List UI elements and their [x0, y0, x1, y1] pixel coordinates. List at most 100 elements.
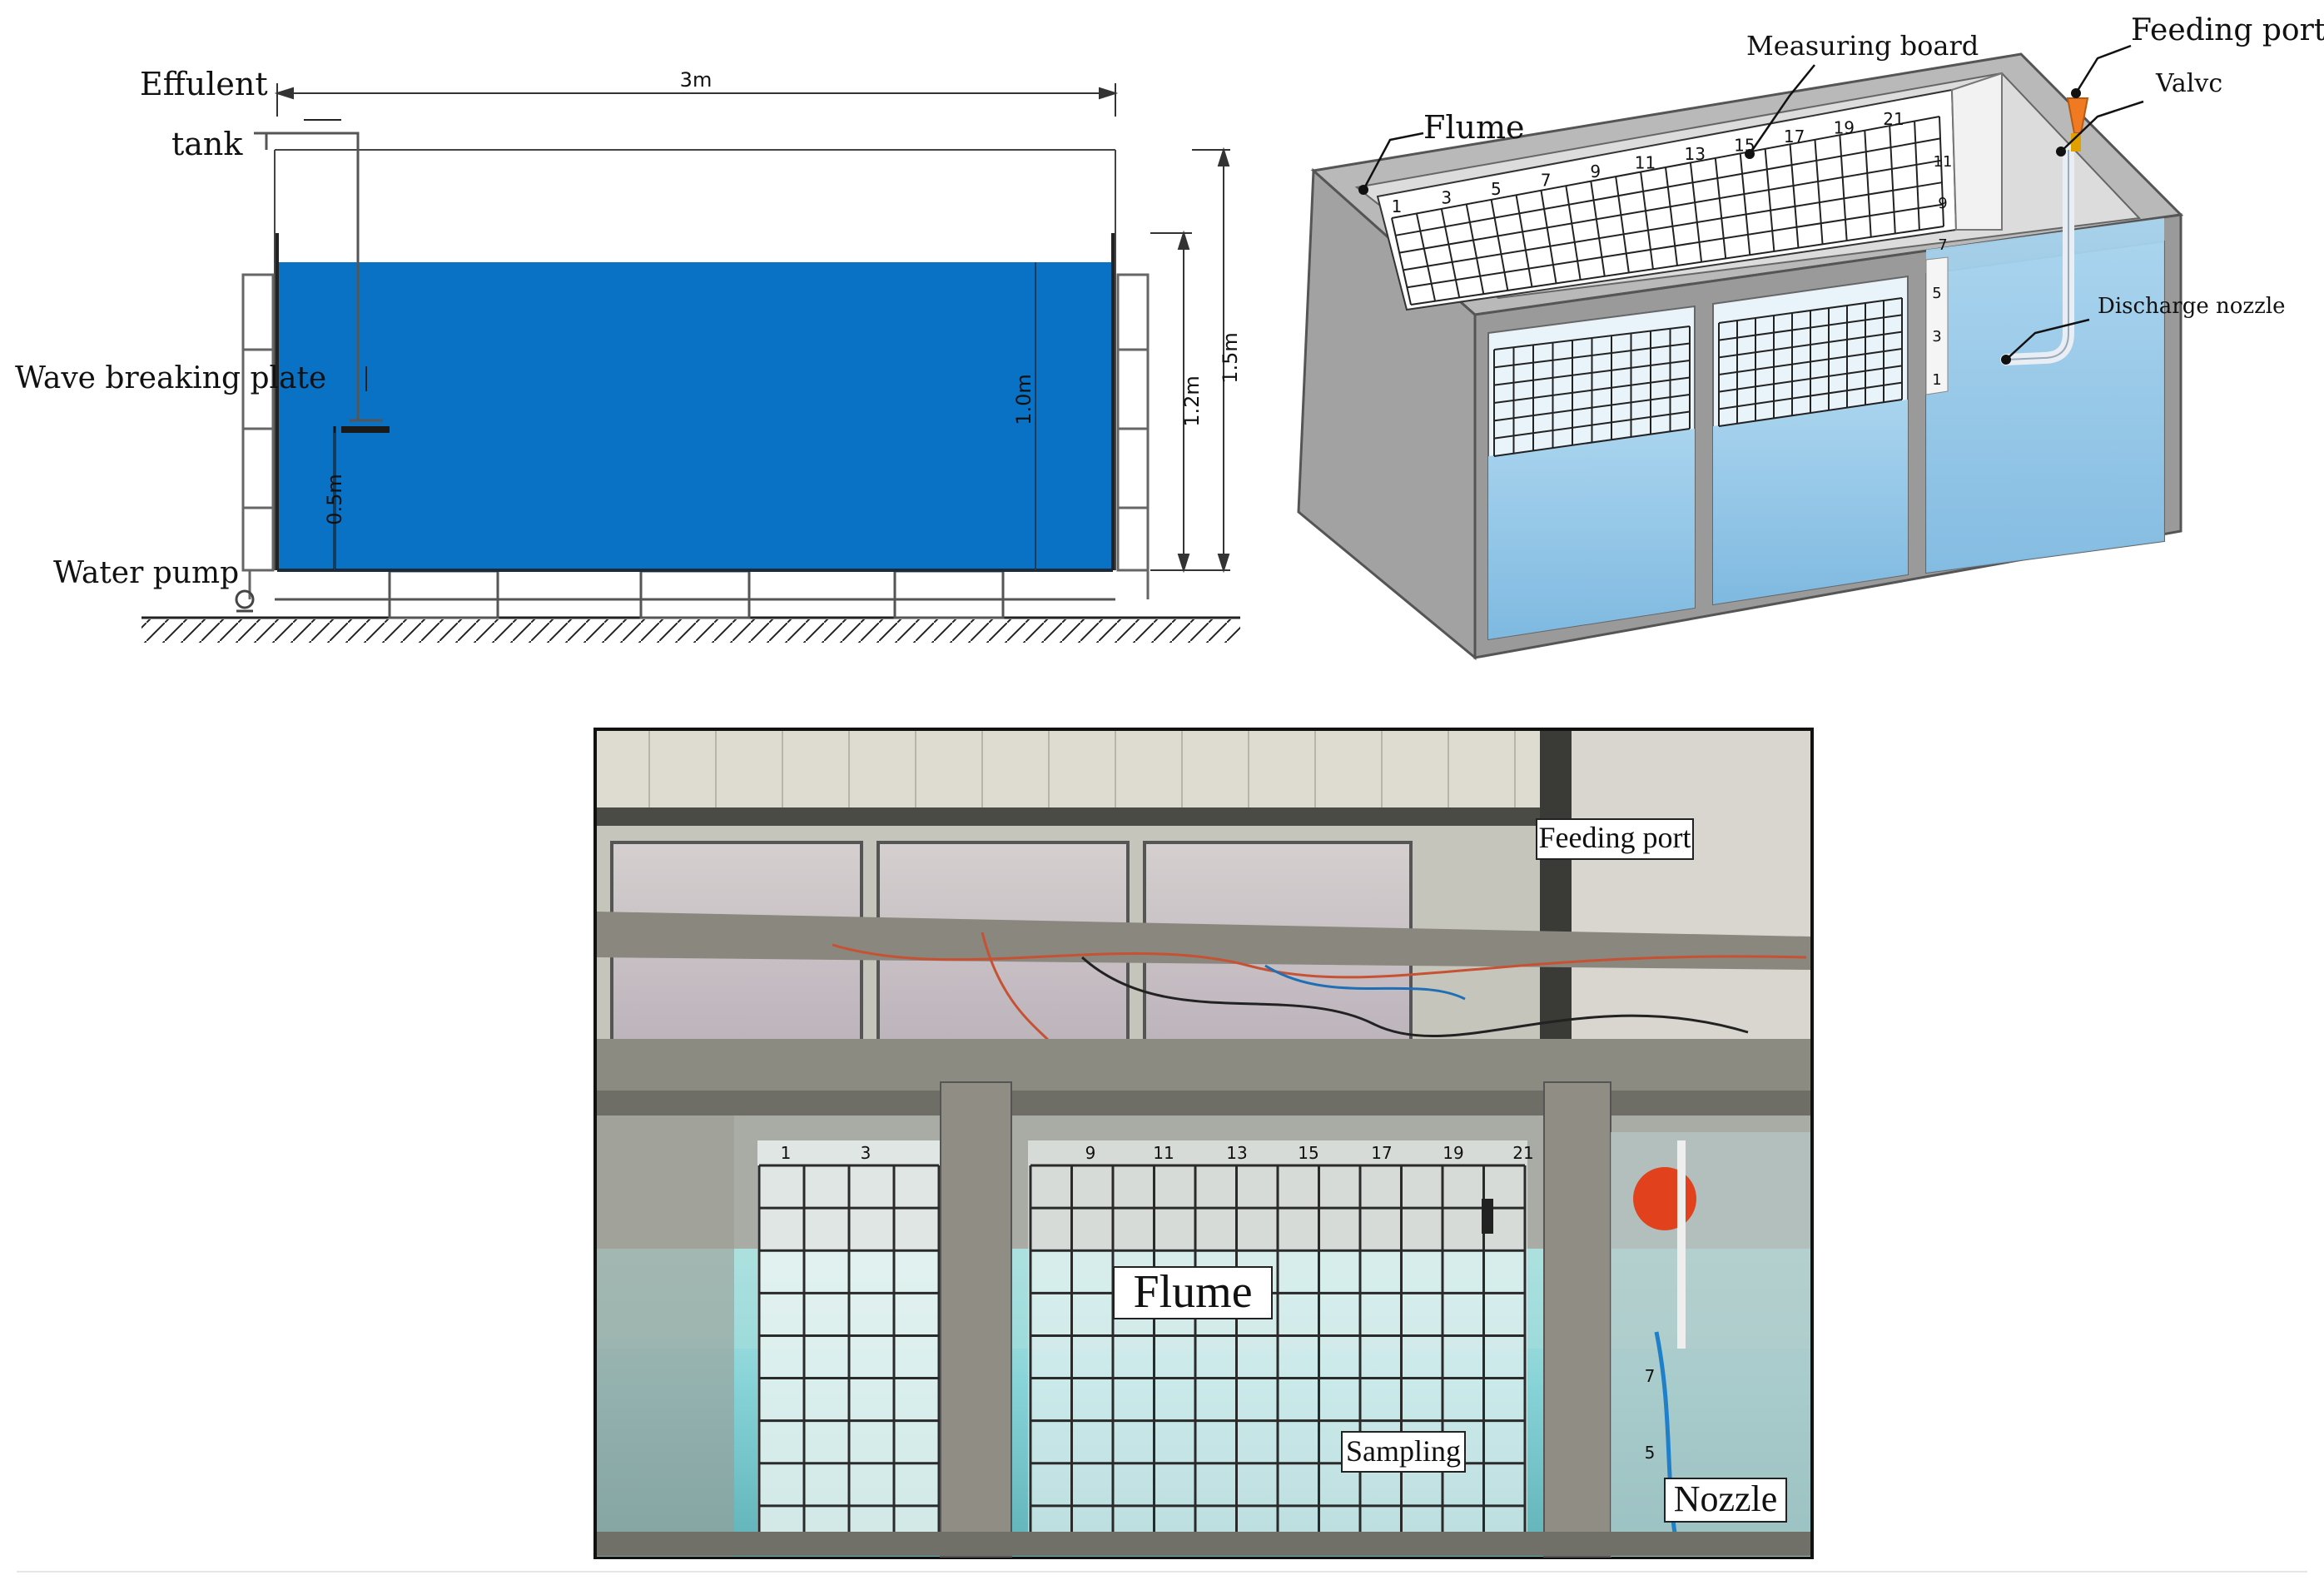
photo-board-number: 19 [1443, 1143, 1463, 1163]
photo-sampling-label: Sampling [1346, 1434, 1461, 1468]
pane-grid-2 [1718, 297, 1903, 427]
grid-line [1493, 376, 1691, 404]
photo-board-number: 13 [1226, 1143, 1247, 1163]
ceiling-panels [648, 731, 1516, 807]
board-side-number: 5 [1932, 285, 1941, 302]
photo-flume-box [1113, 1266, 1273, 1319]
photo-board-number: 17 [1371, 1143, 1392, 1163]
dim-height-water-label: 1.0m [1012, 374, 1035, 425]
board-side-number: 3 [1932, 328, 1941, 345]
left-support-frame [241, 273, 275, 599]
grid-line [1814, 139, 1824, 245]
grid-line [1718, 330, 1903, 359]
right-support-frame [1116, 273, 1150, 599]
photo-nozzle-box [1664, 1478, 1787, 1523]
grid-line [1391, 217, 1412, 306]
sampling-probe-icon [1482, 1199, 1493, 1234]
board-number: 17 [1784, 127, 1805, 147]
grid-line [1493, 394, 1691, 422]
nozzle-ball-icon [1633, 1167, 1696, 1230]
grid-line [1939, 116, 1944, 227]
board-number: 11 [1635, 153, 1656, 173]
grid-line [1764, 148, 1775, 251]
steel-column-1 [940, 1081, 1012, 1558]
grid-line [1540, 190, 1557, 284]
isometric-view: Flume Measuring board Feeding port Valvc… [1297, 13, 2324, 661]
grid-line [1407, 203, 1944, 289]
section-water [277, 262, 1113, 570]
grid-line [1839, 135, 1848, 241]
photo-board-number: 3 [861, 1143, 872, 1163]
photo-board-number: 11 [1153, 1143, 1174, 1163]
grid-line [1515, 195, 1533, 287]
grid-line [1415, 213, 1437, 301]
grid-line [1440, 208, 1461, 298]
effluent-pipe [254, 132, 383, 422]
dim-plate-height-label: 0.5m [323, 474, 346, 525]
grid-line [1665, 166, 1678, 266]
board-number: 9 [1590, 161, 1601, 181]
board-number: 1 [1392, 196, 1403, 216]
photo-board-number: 21 [1512, 1143, 1533, 1163]
grid-line [1493, 325, 1691, 350]
overhead-rail [597, 912, 1810, 970]
grid-line [1493, 410, 1691, 440]
board-number: 13 [1684, 144, 1705, 164]
photo-flume-label: Flume [1133, 1266, 1252, 1318]
photo-board-grid-2 [1029, 1164, 1527, 1550]
board-number: 7 [1541, 171, 1552, 191]
grid-line [1718, 381, 1903, 410]
photo-board-number: 9 [1085, 1143, 1096, 1163]
board-side-number: 1 [1932, 371, 1941, 389]
valve-icon [2071, 133, 2081, 152]
dim-length-label: 3m [680, 68, 713, 92]
iso-feeding-port-label: Feeding port [2131, 13, 2324, 47]
grid-line [1914, 121, 1920, 231]
grid-line [1640, 171, 1654, 270]
board-number: 5 [1491, 179, 1502, 199]
grid-line [1718, 314, 1903, 341]
pane-grid-1 [1493, 325, 1691, 457]
photo-nozzle-label: Nozzle [1674, 1478, 1778, 1519]
iso-water-1 [1488, 429, 1695, 639]
board-number: 21 [1883, 109, 1904, 129]
steel-column-2 [1543, 1081, 1611, 1558]
grid-line [1889, 126, 1896, 234]
grid-line [1615, 176, 1630, 273]
wave-breaking-plate [341, 426, 390, 433]
grid-line [1689, 162, 1703, 262]
iso-flume-label: Flume [1423, 109, 1525, 146]
board-side-number: 11 [1934, 153, 1953, 171]
grid-line [1864, 130, 1872, 237]
grid-line [1493, 360, 1691, 386]
iso-valve-label: Valvc [2155, 69, 2222, 98]
grid-line [1590, 181, 1606, 276]
photo-feeding-port-label: Feeding port [1539, 821, 1691, 854]
dim-length [274, 83, 1119, 117]
photo-sampling-box [1341, 1431, 1466, 1473]
ground-hatch [142, 619, 1240, 643]
grid-line [1718, 399, 1903, 427]
grid-line [1493, 342, 1691, 369]
board-number: 3 [1441, 188, 1452, 208]
photo-side-number: 7 [1645, 1366, 1656, 1386]
iso-measuring-board-label: Measuring board [1746, 30, 1979, 62]
grid-line [1391, 116, 1940, 219]
pump-icon [235, 589, 255, 609]
wave-breaking-plate-label: Wave breaking plate [15, 361, 326, 395]
photo-board-number: 1 [781, 1143, 792, 1163]
measuring-board-grid [1391, 116, 1944, 306]
board-number: 15 [1734, 136, 1755, 156]
iso-discharge-nozzle-label: Discharge nozzle [2098, 294, 2286, 319]
effluent-tank-label-line2: tank [171, 126, 243, 162]
photo-side-number: 5 [1645, 1443, 1656, 1463]
grid-line [1493, 428, 1691, 457]
grid-line [1789, 144, 1800, 248]
photo-feeding-port-box [1536, 818, 1694, 860]
grid-line [1714, 157, 1727, 259]
grid-line [1490, 199, 1509, 291]
board-number: 19 [1834, 118, 1855, 138]
